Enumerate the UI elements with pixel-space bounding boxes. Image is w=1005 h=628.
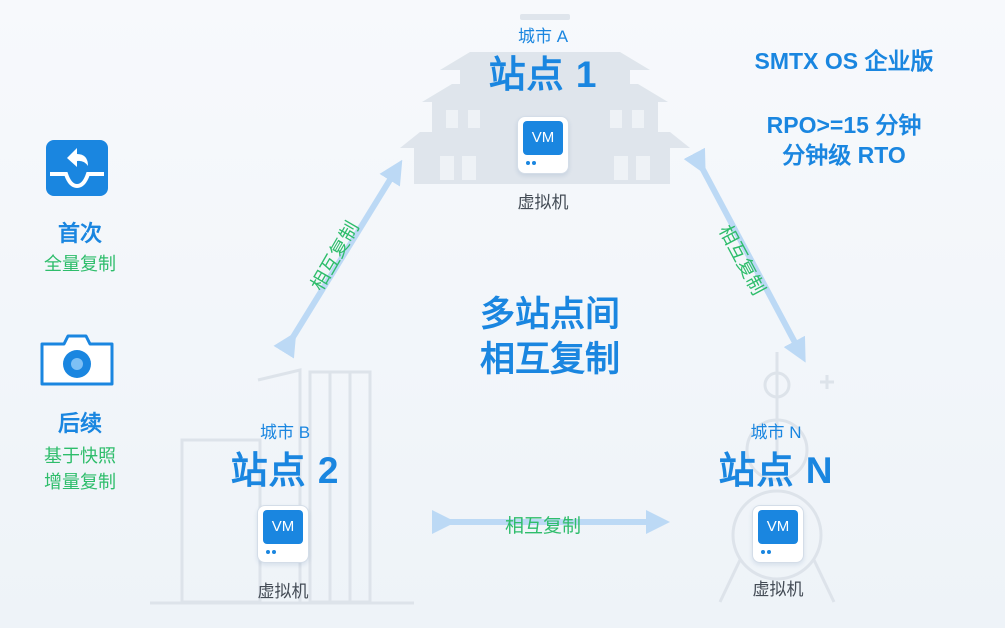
subsequent-desc-line1: 基于快照 (44, 446, 116, 466)
indicator-dot (526, 161, 530, 165)
site-1-vm-card[interactable]: VM (517, 116, 569, 174)
site-1-city: 城市 A (517, 27, 569, 46)
arrow-right-link (683, 147, 806, 363)
site-n-name: 站点 N (718, 450, 834, 491)
indicator-dot (767, 550, 771, 554)
site-n-city: 城市 N (750, 423, 802, 442)
center-title: 多站点间 相互复制 (430, 292, 670, 382)
site-2-vm-card[interactable]: VM (257, 505, 309, 563)
indicator-dot (532, 161, 536, 165)
site-2-vm-label: 虚拟机 (257, 582, 309, 601)
rpo-text: RPO>=15 分钟 (766, 112, 922, 138)
center-title-line2: 相互复制 (479, 340, 620, 379)
indicator-dot (761, 550, 765, 554)
vm-badge: VM (263, 510, 303, 544)
site-2-name: 站点 2 (230, 450, 340, 491)
arrow-left-link (273, 159, 403, 359)
indicator-dot (272, 550, 276, 554)
site-1-vm-label: 虚拟机 (517, 193, 569, 212)
site-n-vm-card[interactable]: VM (752, 505, 804, 563)
vm-badge: VM (758, 510, 798, 544)
buildings-illustration (150, 368, 414, 605)
site-2-city: 城市 B (259, 423, 311, 442)
subsequent-desc-line2: 增量复制 (44, 472, 116, 492)
site-n-vm-label: 虚拟机 (752, 580, 804, 599)
indicator-dot (266, 550, 270, 554)
first-desc: 全量复制 (44, 254, 116, 274)
camera-icon (38, 332, 116, 393)
product-name: SMTX OS 企业版 (754, 48, 934, 74)
link-label-bottom: 相互复制 (505, 516, 582, 537)
tower-illustration (718, 352, 836, 603)
rto-text: 分钟级 RTO (782, 142, 906, 168)
subsequent-title: 后续 (57, 411, 102, 436)
first-title: 首次 (57, 221, 102, 246)
center-title-line1: 多站点间 (479, 295, 620, 334)
inbox-return-icon (44, 136, 110, 203)
vm-badge: VM (523, 121, 563, 155)
site-1-name: 站点 1 (488, 54, 598, 95)
